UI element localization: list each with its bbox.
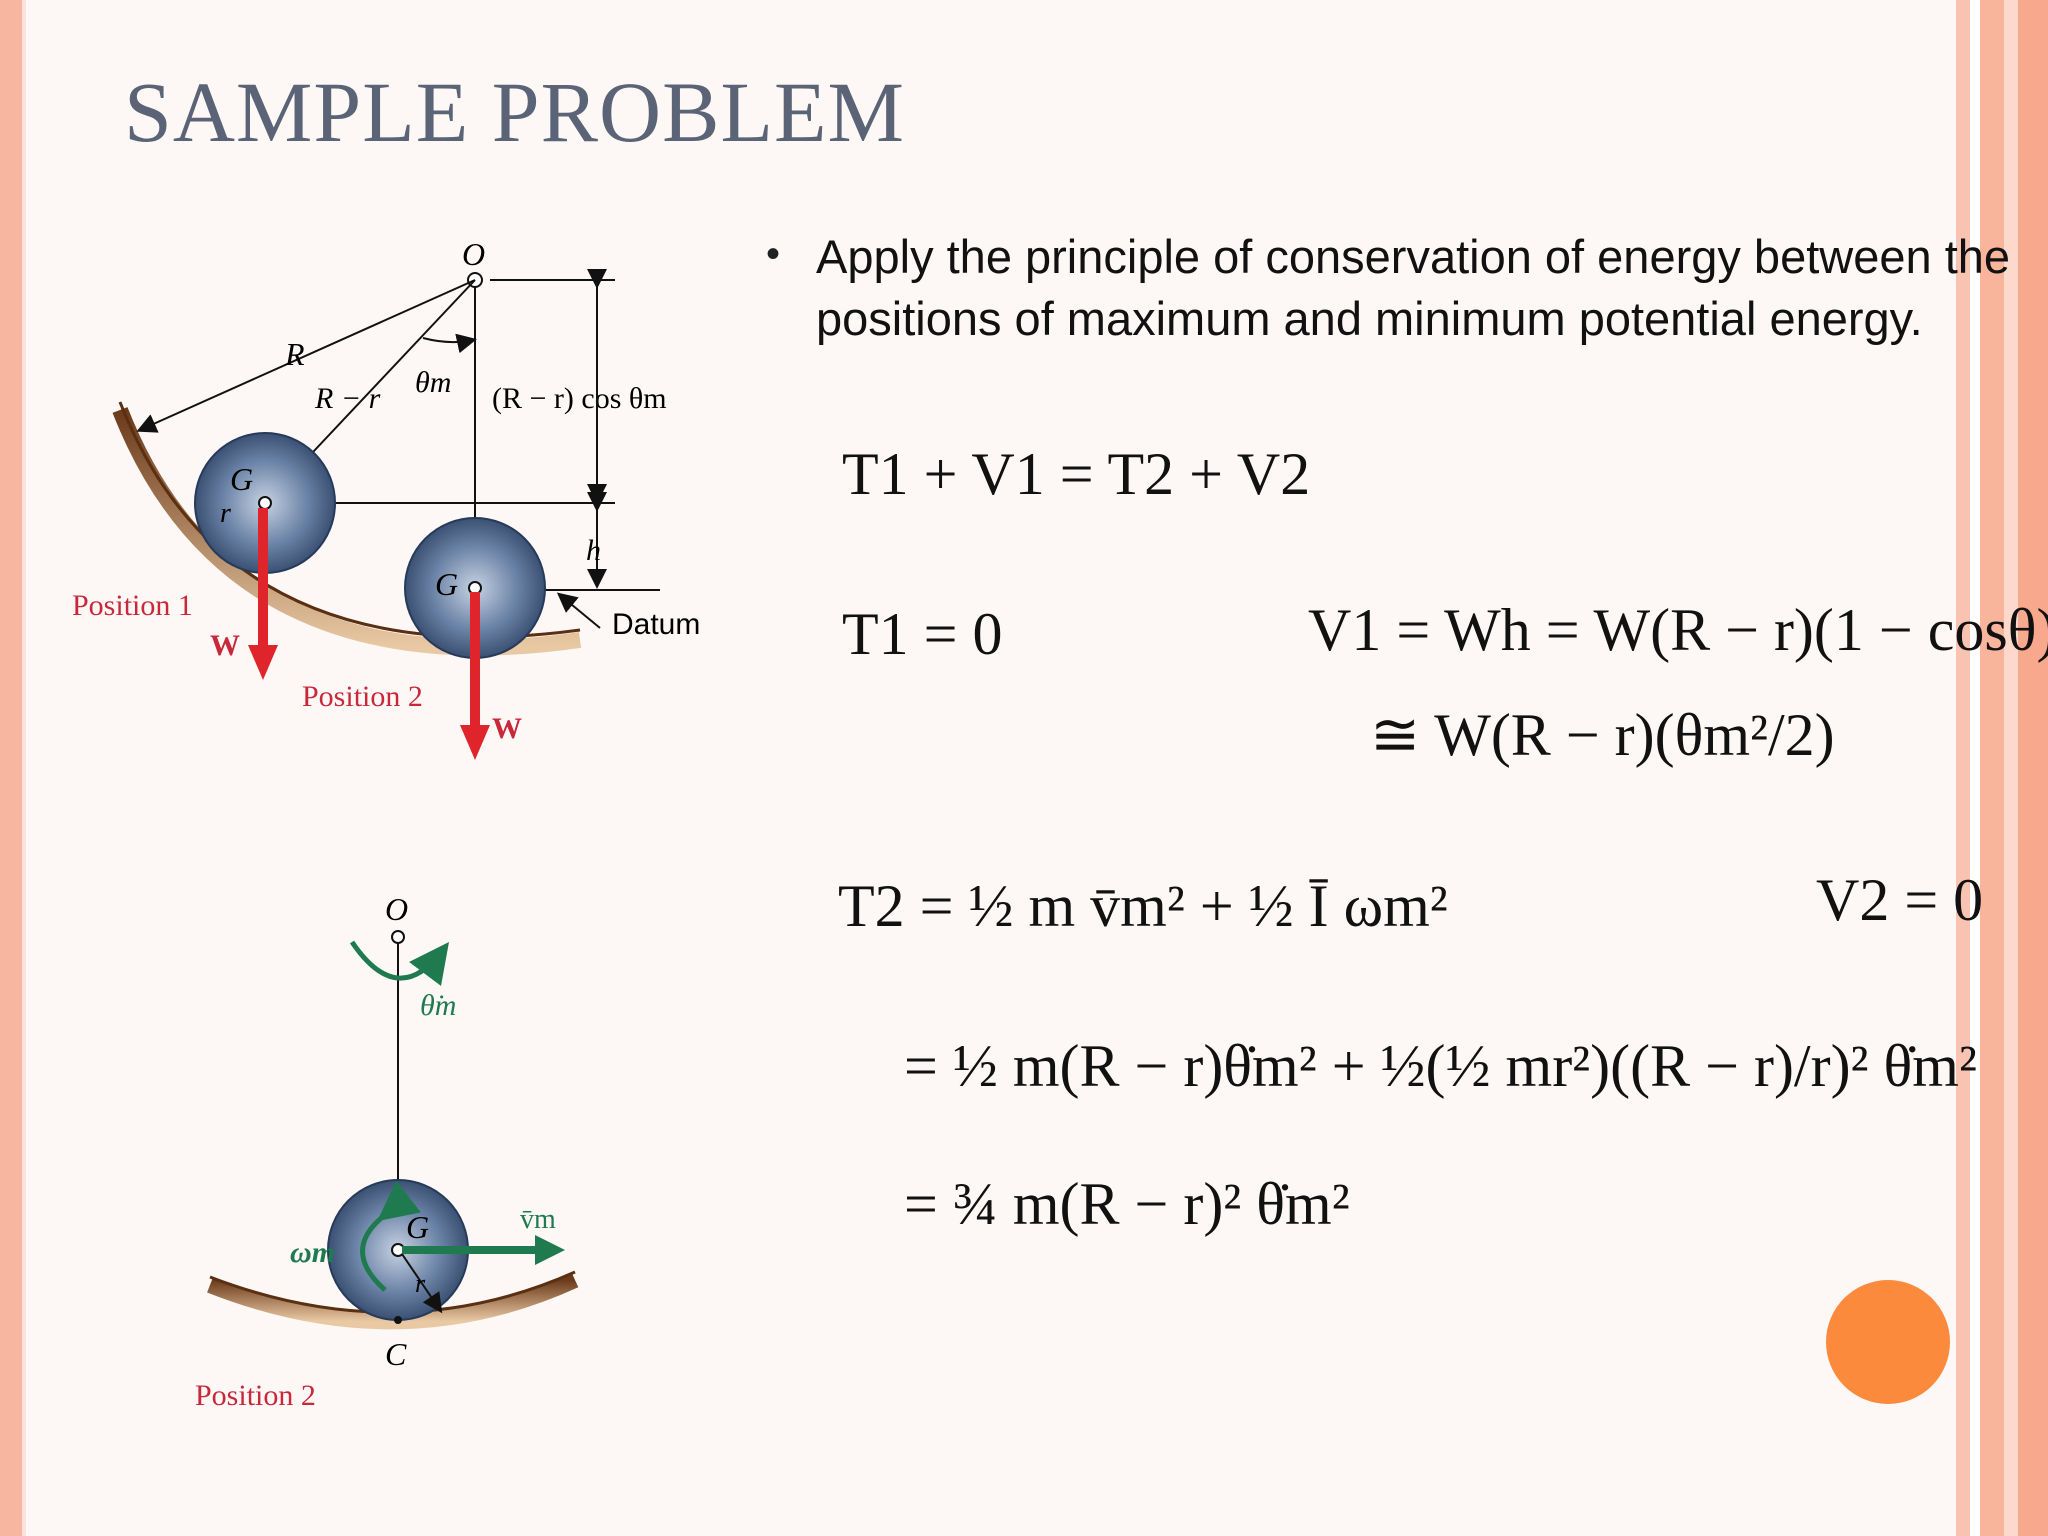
label-position-1: Position 1 [72,589,193,622]
omega-arc [360,1180,421,1292]
label-o: O [462,236,485,272]
label-r-bottom: r [415,1269,426,1298]
equation-v1-line2-text: ≅ W(R − r)(θm²/2) [1370,702,1835,768]
slide-title: SAMPLE PROBLEM [124,64,905,160]
label-w2: W [492,712,522,745]
label-w1: W [210,629,240,662]
label-position-2: Position 2 [302,680,423,713]
equation-t2-line1-text: T2 = ½ m v̄m² + ½ Ī ωm² [838,873,1448,939]
label-r-big: R [284,336,305,372]
label-r-small: r [220,498,231,529]
label-position-2-bottom: Position 2 [195,1379,316,1412]
right-band-salmon [1980,0,2004,1536]
right-band-pink [1956,0,1970,1536]
equation-t2-line1: T2 = ½ m v̄m² + ½ Ī ωm² [838,872,1448,941]
label-r-minus-r: R − r [314,382,381,415]
right-band-light [2004,0,2018,1536]
diagram-positions: O R R − r θm (R − r) cos θm h Datum G r … [72,236,700,760]
label-h: h [586,534,601,567]
equation-v1-line2: ≅ W(R − r)(θm²/2) [1370,700,1835,770]
bullet-dot: • [766,232,781,276]
orange-circle-decoration [1826,1280,1950,1404]
label-g1: G [230,461,253,497]
angular-velocity-arc [349,940,450,986]
label-g2: G [435,566,458,602]
label-theta-dot: θ̇m [420,989,456,1022]
equation-v1-line1-text: V1 = Wh = W(R − r)(1 − cosθ) [1308,597,2048,663]
equation-t2-line3: = ¾ m(R − r)² θ̇m² [904,1170,1350,1239]
left-border-highlight [22,0,26,1536]
equation-t2-line2-text: = ½ m(R − r)θ̇m² + ½(½ mr²)((R − r)/r)² … [904,1033,1977,1099]
equation-t1-text: T1 = 0 [842,601,1003,667]
diagram-position-2-kinematics: O θ̇m G r ωm v̄m C Position 2 [195,891,579,1412]
pivot-point-o-2 [391,930,405,944]
label-g-bottom: G [406,1209,429,1245]
label-omega: ωm [290,1236,335,1269]
bullet-text: Apply the principle of conservation of e… [816,230,2011,345]
equation-v2: V2 = 0 [1816,866,1983,935]
label-c: C [385,1336,407,1372]
equation-energy-balance-text: T1 + V1 = T2 + V2 [842,441,1311,507]
equation-v2-text: V2 = 0 [1816,867,1984,933]
label-height-expression: (R − r) cos θm [492,382,667,415]
label-theta-m: θm [415,366,451,399]
right-band-white [1970,0,1980,1536]
equation-v1-line1: V1 = Wh = W(R − r)(1 − cosθ) [1308,596,2048,665]
left-border-stripe [0,0,22,1536]
equation-energy-balance: T1 + V1 = T2 + V2 [842,440,1310,509]
label-o-2: O [385,891,408,927]
equation-t2-line2: = ½ m(R − r)θ̇m² + ½(½ mr²)((R − r)/r)² … [904,1032,1977,1101]
equation-t2-line3-text: = ¾ m(R − r)² θ̇m² [904,1171,1350,1237]
right-band-edge [2018,0,2048,1536]
equation-t1: T1 = 0 [842,600,1003,669]
label-v-bar: v̄m [520,1204,556,1235]
label-datum: Datum [612,608,700,641]
